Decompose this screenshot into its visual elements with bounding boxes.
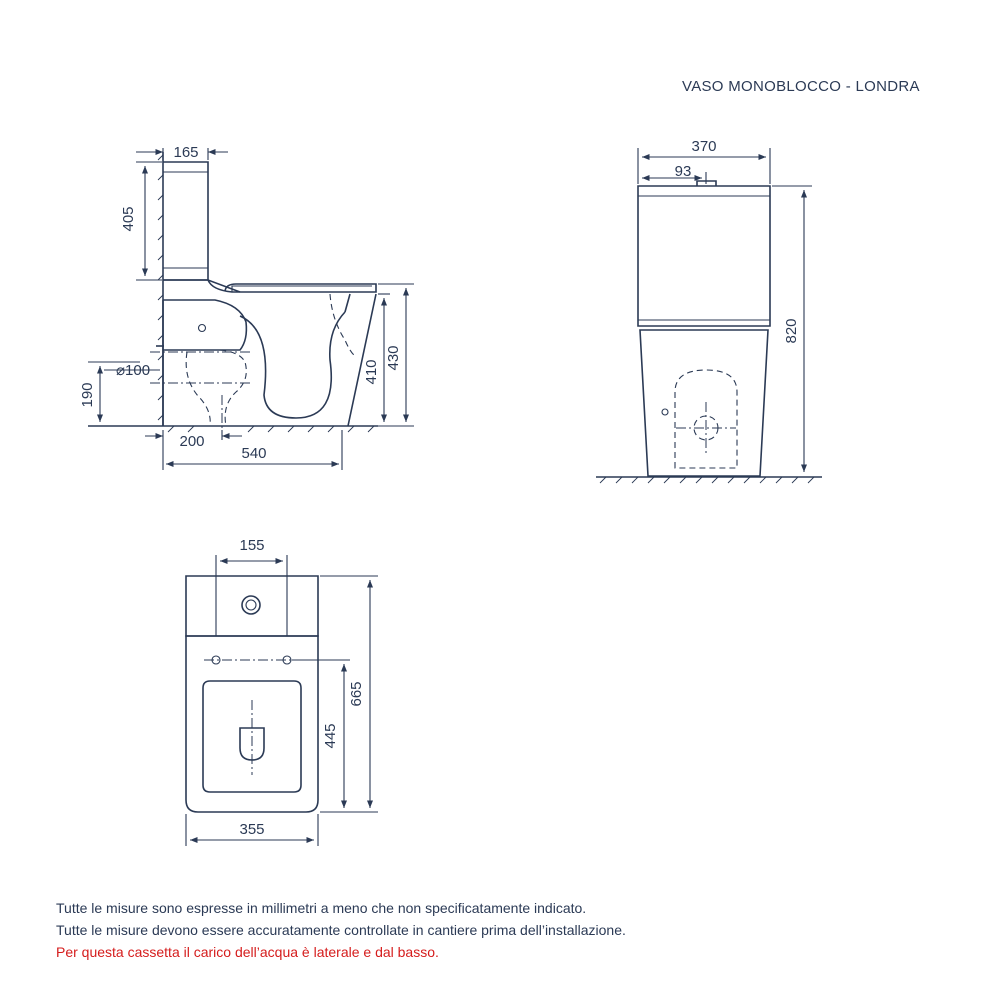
side-view: 165 405 190 ⌀100 200 540 [79, 144, 414, 470]
dimension-top-bowl-depth: 445 [292, 659, 350, 808]
dimension-inlet-height: 190 [79, 361, 140, 422]
dim-text-445: 445 [322, 723, 339, 748]
dimension-tank-depth: 165 [136, 144, 228, 161]
dimension-bowl-height: 410 [363, 293, 390, 422]
top-view: 155 665 445 355 [185, 537, 378, 846]
dimension-outlet-diameter: ⌀100 [104, 362, 160, 379]
dim-text-370: 370 [691, 138, 716, 155]
dim-text-405: 405 [120, 206, 137, 231]
dim-text-410: 410 [363, 359, 380, 384]
front-tank [637, 180, 771, 327]
dim-text-155: 155 [239, 537, 264, 554]
note-verify: Tutte le misure devono essere accuratame… [56, 922, 626, 938]
dim-text-355: 355 [239, 821, 264, 838]
front-view: 370 93 820 [596, 138, 822, 484]
dim-text-165: 165 [173, 144, 198, 161]
top-tank [185, 575, 319, 637]
front-floor [596, 476, 822, 484]
side-tank [163, 161, 209, 281]
dimension-top-tank-width: 155 [215, 537, 288, 636]
dim-text-190: 190 [79, 382, 96, 407]
dimension-front-width: 370 [637, 138, 771, 184]
dim-text-540: 540 [241, 445, 266, 462]
dimension-seat-height: 430 [378, 283, 414, 427]
dim-text-820: 820 [783, 318, 800, 343]
dim-text-200: 200 [179, 433, 204, 450]
side-bowl-body [150, 279, 377, 440]
dim-text-430: 430 [385, 345, 402, 370]
dim-text-93: 93 [675, 163, 692, 180]
dimension-total-length: 540 [166, 430, 343, 470]
top-bowl [185, 635, 319, 813]
dimension-top-width: 355 [185, 814, 319, 846]
drawing-title: VASO MONOBLOCCO - LONDRA [682, 78, 920, 95]
dimension-rough-in: 200 [145, 430, 242, 470]
dim-text-diameter-100: ⌀100 [116, 362, 150, 379]
front-bowl [639, 329, 769, 477]
note-units: Tutte le misure sono espresse in millime… [56, 900, 587, 916]
notes: Tutte le misure sono espresse in millime… [56, 897, 626, 963]
note-water-inlet: Per questa cassetta il carico dell’acqua… [56, 944, 439, 960]
dimension-front-height: 820 [772, 185, 812, 472]
dimension-button-offset: 93 [642, 163, 707, 184]
dimension-top-total-depth: 665 [320, 575, 378, 813]
dimension-tank-height: 405 [120, 161, 162, 281]
dim-text-665: 665 [348, 681, 365, 706]
floor [88, 425, 378, 433]
